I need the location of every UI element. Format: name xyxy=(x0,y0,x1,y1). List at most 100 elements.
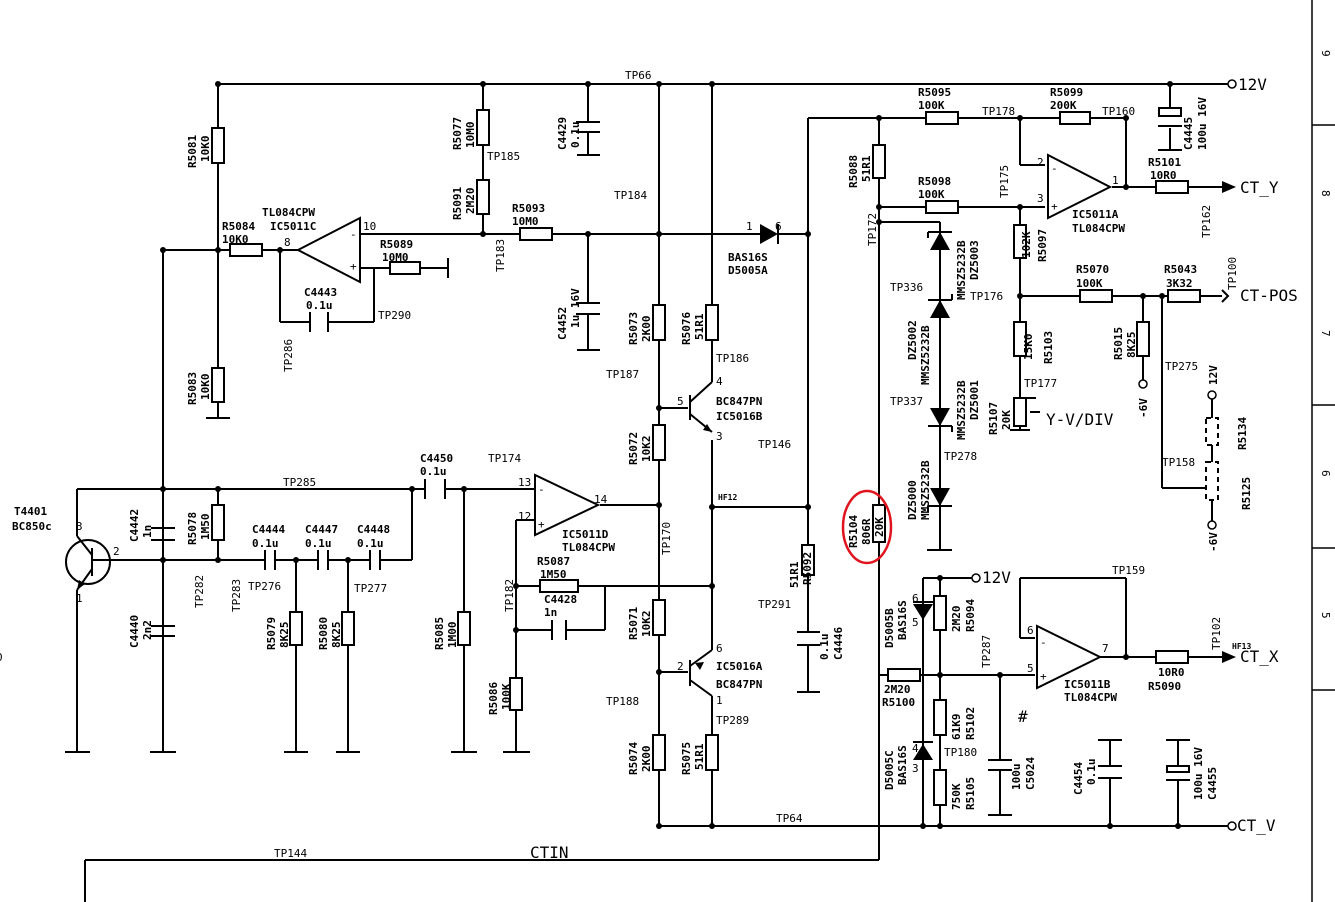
svg-text:T4401: T4401 xyxy=(14,505,47,518)
svg-text:TP277: TP277 xyxy=(354,582,387,595)
svg-text:C4444: C4444 xyxy=(252,523,285,536)
svg-text:100K: 100K xyxy=(500,683,513,710)
svg-text:0.1u: 0.1u xyxy=(1085,759,1098,786)
svg-text:TP184: TP184 xyxy=(614,189,647,202)
svg-text:0.1u: 0.1u xyxy=(305,537,332,550)
svg-text:TP283: TP283 xyxy=(230,579,243,612)
svg-text:TP291: TP291 xyxy=(758,598,791,611)
svg-text:MMSZ5232B: MMSZ5232B xyxy=(919,460,932,520)
svg-text:DZ5000: DZ5000 xyxy=(906,480,919,520)
svg-text:BC847PN: BC847PN xyxy=(716,678,762,691)
svg-text:MMSZ5232B: MMSZ5232B xyxy=(955,380,968,440)
svg-text:R5107: R5107 xyxy=(987,402,1000,435)
svg-text:TP287: TP287 xyxy=(980,635,993,668)
hf12-label: HF12 xyxy=(718,493,737,502)
svg-text:TP172: TP172 xyxy=(866,213,879,246)
svg-text:R5093: R5093 xyxy=(512,202,545,215)
svg-text:8: 8 xyxy=(284,236,291,249)
svg-text:TP170: TP170 xyxy=(660,522,673,555)
svg-text:R5079: R5079 xyxy=(265,617,278,650)
hf13-label: HF13 xyxy=(1232,642,1251,651)
svg-text:TP290: TP290 xyxy=(378,309,411,322)
svg-text:2M20: 2M20 xyxy=(884,683,911,696)
svg-text:TP66: TP66 xyxy=(625,69,652,82)
svg-text:C4452: C4452 xyxy=(556,307,569,340)
svg-text:C5024: C5024 xyxy=(1024,757,1037,790)
svg-text:C4450: C4450 xyxy=(420,452,453,465)
svg-text:BAS16S: BAS16S xyxy=(728,251,768,264)
svg-text:R5070: R5070 xyxy=(1076,263,1109,276)
svg-text:2: 2 xyxy=(1037,156,1044,169)
svg-text:R5134: R5134 xyxy=(1236,417,1249,450)
svg-text:750K: 750K xyxy=(950,783,963,810)
opamp-ic5011b: -+ 6 5 7 IC5011B TL084CPW xyxy=(1027,624,1117,704)
svg-text:2: 2 xyxy=(113,545,120,558)
svg-text:R5076: R5076 xyxy=(680,312,693,345)
svg-text:102K: 102K xyxy=(1020,231,1033,258)
svg-text:D5005C: D5005C xyxy=(883,750,896,790)
svg-text:1: 1 xyxy=(1112,174,1119,187)
svg-text:C4448: C4448 xyxy=(357,523,390,536)
svg-text:10R0: 10R0 xyxy=(1158,666,1185,679)
svg-text:0.1u: 0.1u xyxy=(818,634,831,661)
svg-text:0.1u: 0.1u xyxy=(357,537,384,550)
svg-text:R5074: R5074 xyxy=(627,742,640,775)
svg-text:R5086: R5086 xyxy=(487,682,500,715)
svg-text:R5095: R5095 xyxy=(918,86,951,99)
svg-text:1u 16V: 1u 16V xyxy=(569,288,582,328)
svg-text:TP144: TP144 xyxy=(274,847,307,860)
grid-6: 6 xyxy=(1319,470,1332,477)
grid-7: 7 xyxy=(1319,330,1332,337)
rail-12v: 12V xyxy=(1238,75,1267,94)
svg-text:10M0: 10M0 xyxy=(464,122,477,149)
svg-text:4: 4 xyxy=(912,742,919,755)
svg-text:TP178: TP178 xyxy=(982,105,1015,118)
svg-text:51R1: 51R1 xyxy=(788,561,801,588)
svg-text:TP187: TP187 xyxy=(606,368,639,381)
svg-text:51R1: 51R1 xyxy=(693,743,706,770)
svg-text:DZ5001: DZ5001 xyxy=(968,380,981,420)
svg-text:R5088: R5088 xyxy=(847,155,860,188)
svg-text:R5105: R5105 xyxy=(964,777,977,810)
svg-text:100K: 100K xyxy=(1076,277,1103,290)
svg-text:R5071: R5071 xyxy=(627,607,640,640)
svg-text:2M20: 2M20 xyxy=(464,188,477,215)
svg-text:12: 12 xyxy=(518,510,531,523)
svg-text:R5072: R5072 xyxy=(627,432,640,465)
svg-text:+: + xyxy=(1040,670,1047,683)
svg-text:TP182: TP182 xyxy=(503,579,516,612)
svg-text:2M20: 2M20 xyxy=(950,606,963,633)
svg-text:1: 1 xyxy=(746,220,753,233)
svg-text:TP160: TP160 xyxy=(1102,105,1135,118)
svg-text:TP174: TP174 xyxy=(488,452,521,465)
ic5011b-part: TL084CPW xyxy=(1064,691,1117,704)
svg-text:2K00: 2K00 xyxy=(640,316,653,343)
rail-m6v-a: -6V xyxy=(1137,398,1150,418)
ic5011c-part: TL084CPW xyxy=(262,206,315,219)
svg-text:R5077: R5077 xyxy=(451,117,464,150)
svg-text:1M00: 1M00 xyxy=(446,622,459,649)
svg-text:R5100: R5100 xyxy=(882,696,915,709)
svg-text:TP336: TP336 xyxy=(890,281,923,294)
svg-text:R5073: R5073 xyxy=(627,312,640,345)
svg-text:R5085: R5085 xyxy=(433,617,446,650)
svg-text:1: 1 xyxy=(76,592,83,605)
resistors xyxy=(211,109,1219,806)
svg-text:TP289: TP289 xyxy=(716,714,749,727)
svg-text:10K0: 10K0 xyxy=(199,374,212,401)
svg-text:IC5016A: IC5016A xyxy=(716,660,763,673)
svg-text:10K2: 10K2 xyxy=(640,436,653,463)
svg-text:10K2: 10K2 xyxy=(640,611,653,638)
svg-text:10M0: 10M0 xyxy=(512,215,539,228)
svg-text:C4429: C4429 xyxy=(556,117,569,150)
svg-text:TP175: TP175 xyxy=(998,165,1011,198)
rail-ct-x: CT_X xyxy=(1240,647,1279,666)
svg-text:100K: 100K xyxy=(918,99,945,112)
svg-text:100u 16V: 100u 16V xyxy=(1196,97,1209,150)
svg-text:5: 5 xyxy=(1027,662,1034,675)
svg-text:TP180: TP180 xyxy=(944,746,977,759)
svg-text:8K25: 8K25 xyxy=(1125,332,1138,359)
svg-text:TP278: TP278 xyxy=(944,450,977,463)
rail-m6v-b: -6V xyxy=(1207,532,1220,552)
